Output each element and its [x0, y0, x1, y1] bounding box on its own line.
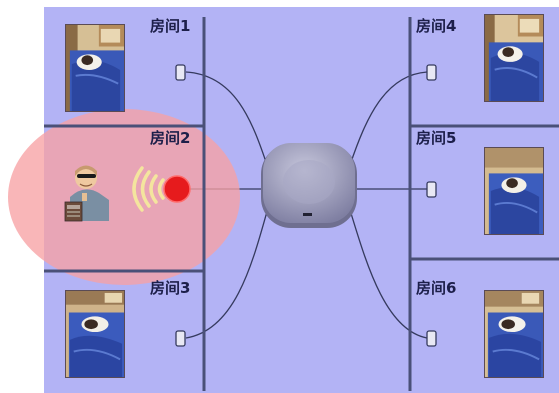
walls [44, 17, 559, 391]
room-5-label: 房间5 [416, 129, 457, 147]
socket-room3 [175, 330, 186, 347]
cable-room1 [185, 71, 269, 169]
attack-zone [8, 109, 240, 285]
room-1-label: 房间1 [150, 17, 191, 35]
attacker-icon [64, 165, 109, 222]
room-1-bed-photo [65, 24, 125, 112]
socket-room6 [426, 330, 437, 347]
socket-room1 [175, 64, 186, 81]
room-6-bed-photo [484, 290, 544, 378]
cable-room4 [349, 71, 428, 166]
room-2-label: 房间2 [150, 129, 191, 147]
signal-waves-icon [132, 166, 165, 212]
cable-room6 [349, 209, 428, 339]
room-3-bed-photo [65, 290, 125, 378]
room-6-label: 房间6 [416, 279, 457, 297]
socket-room4 [426, 64, 437, 81]
room-4-bed-photo [484, 14, 544, 102]
signal-source-icon [163, 175, 191, 203]
room-4-label: 房间4 [416, 17, 457, 35]
wall-sockets [175, 64, 437, 347]
room-5-bed-photo [484, 147, 544, 235]
access-point-device [261, 143, 357, 228]
socket-room5 [426, 181, 437, 198]
room-3-label: 房间3 [150, 279, 191, 297]
cable-room3 [185, 207, 269, 339]
